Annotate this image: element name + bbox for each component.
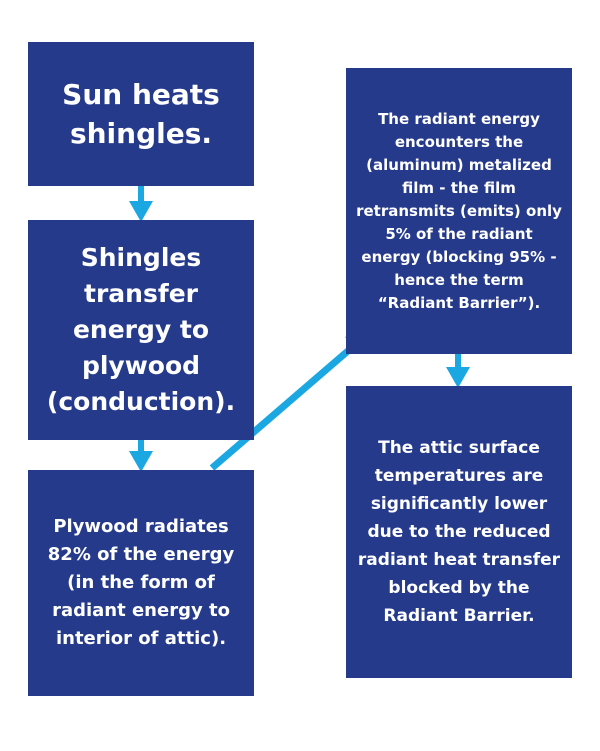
metalized-film-box: The radiant energy encounters the (alumi… xyxy=(346,68,572,354)
plywood-radiates-box: Plywood radiates 82% of the energy (in t… xyxy=(28,470,254,696)
shingles-transfer-box: Shingles transfer energy to plywood (con… xyxy=(28,220,254,440)
arrow-sun-to-shingles xyxy=(129,186,153,222)
shingles-transfer-text: Shingles transfer energy to plywood (con… xyxy=(46,243,236,416)
arrow-shingles-to-plywood xyxy=(129,440,153,472)
sun-heats-shingles-box: Sun heats shingles. xyxy=(28,42,254,186)
attic-surface-text: The attic surface temperatures are signi… xyxy=(357,438,561,626)
sun-heats-shingles-text: Sun heats shingles. xyxy=(62,78,220,150)
metalized-film-text: The radiant energy encounters the (alumi… xyxy=(356,109,562,312)
plywood-radiates-text: Plywood radiates 82% of the energy (in t… xyxy=(47,516,235,649)
attic-surface-box: The attic surface temperatures are signi… xyxy=(346,386,572,678)
arrow-film-to-attic xyxy=(446,354,470,388)
